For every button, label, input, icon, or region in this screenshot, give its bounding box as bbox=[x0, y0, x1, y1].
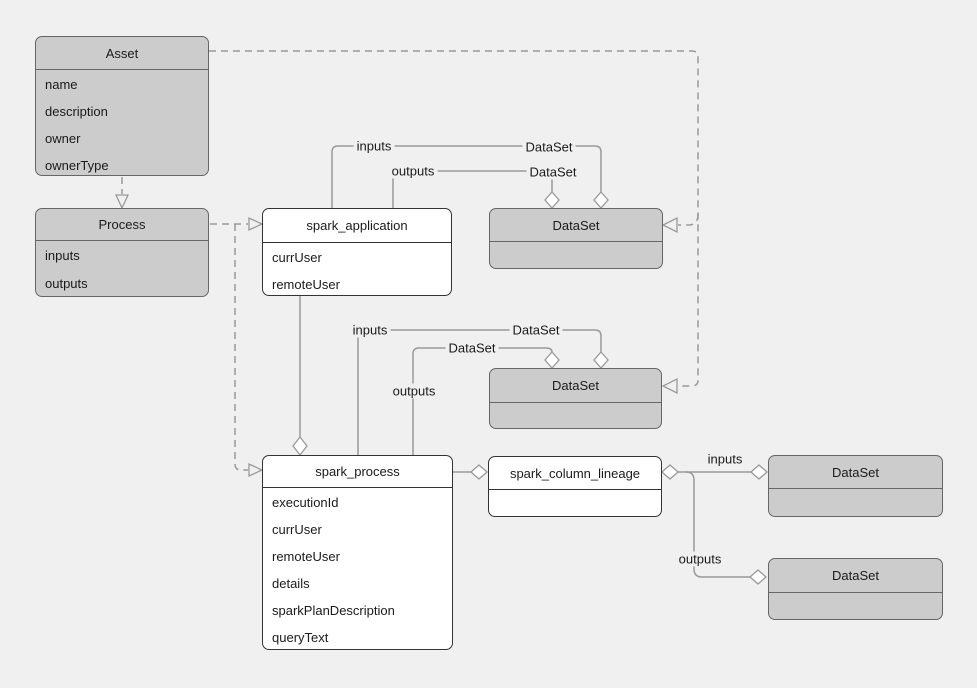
entity-spark-process-field-remoteuser: remoteUser bbox=[272, 549, 340, 564]
entity-spark-process-field-details: details bbox=[272, 576, 310, 591]
edge-process-extends-spark-process bbox=[234, 224, 248, 471]
edge-spark-process-outputs bbox=[412, 347, 553, 455]
edge-label-dataset-top-1: DataSet bbox=[522, 139, 576, 155]
edge-label-dataset-mid-2: DataSet bbox=[445, 340, 499, 356]
edge-spark-column-lineage-outputs bbox=[685, 471, 750, 578]
aggregation-diamond-dataset-mid-right-icon bbox=[593, 351, 609, 369]
aggregation-diamond-dataset-right-bottom-icon bbox=[749, 569, 767, 585]
aggregation-diamond-spark-column-lineage-left-icon bbox=[470, 464, 488, 480]
edge-label-outputs-right: outputs bbox=[675, 551, 725, 567]
edge-label-inputs-mid: inputs bbox=[349, 322, 391, 338]
extends-arrow-process-icon bbox=[114, 194, 130, 210]
aggregation-diamond-spark-process-top-icon bbox=[292, 435, 308, 457]
aggregation-diamond-dataset-mid-left-icon bbox=[544, 351, 560, 369]
entity-spark-process-field-querytext: queryText bbox=[272, 630, 329, 645]
edge-label-dataset-top-2: DataSet bbox=[526, 164, 580, 180]
extends-arrow-dataset-top-icon bbox=[661, 216, 678, 234]
entity-spark-process: spark_process executionId currUser remot… bbox=[262, 455, 453, 650]
entity-dataset-right-bottom: DataSet bbox=[768, 558, 943, 620]
entity-asset: Asset name description owner ownerType bbox=[35, 36, 209, 176]
entity-spark-application-title: spark_application bbox=[263, 209, 451, 243]
edge-label-inputs-right: inputs bbox=[704, 451, 746, 467]
edge-spark-application-inputs bbox=[331, 145, 602, 208]
edge-label-outputs-mid: outputs bbox=[389, 383, 439, 399]
entity-dataset-right-top: DataSet bbox=[768, 455, 943, 517]
entity-process-field-outputs: outputs bbox=[45, 276, 88, 291]
entity-spark-column-lineage: spark_column_lineage bbox=[488, 456, 662, 517]
entity-dataset-mid-title: DataSet bbox=[490, 369, 661, 403]
entity-dataset-right-top-title: DataSet bbox=[769, 456, 942, 489]
extends-arrow-spark-process-icon bbox=[248, 462, 264, 478]
entity-spark-process-field-executionid: executionId bbox=[272, 495, 339, 510]
entity-asset-field-owner: owner bbox=[45, 131, 81, 146]
aggregation-diamond-dataset-right-top-icon bbox=[750, 464, 768, 480]
entity-asset-field-description: description bbox=[45, 104, 108, 119]
entity-dataset-top: DataSet bbox=[489, 208, 663, 269]
entity-asset-field-name: name bbox=[45, 77, 78, 92]
entity-process-field-inputs: inputs bbox=[45, 248, 80, 263]
edge-label-outputs-top: outputs bbox=[388, 163, 438, 179]
entity-process: Process inputs outputs bbox=[35, 208, 209, 297]
aggregation-diamond-dataset-top-right-icon bbox=[593, 191, 609, 209]
entity-asset-field-ownertype: ownerType bbox=[45, 158, 109, 173]
entity-dataset-top-title: DataSet bbox=[490, 209, 662, 242]
entity-dataset-right-bottom-title: DataSet bbox=[769, 559, 942, 593]
edge-label-inputs-top: inputs bbox=[353, 138, 395, 154]
aggregation-diamond-dataset-top-left-icon bbox=[544, 191, 560, 209]
entity-spark-application: spark_application currUser remoteUser bbox=[262, 208, 452, 296]
entity-asset-title: Asset bbox=[36, 37, 208, 70]
entity-spark-process-field-sparkplandescription: sparkPlanDescription bbox=[272, 603, 395, 618]
entity-dataset-mid: DataSet bbox=[489, 368, 662, 429]
extends-arrow-spark-application-icon bbox=[248, 216, 264, 232]
entity-spark-column-lineage-title: spark_column_lineage bbox=[489, 457, 661, 490]
edge-asset-to-dataset-top-branch bbox=[678, 213, 699, 226]
edge-label-dataset-mid-1: DataSet bbox=[509, 322, 563, 338]
entity-process-title: Process bbox=[36, 209, 208, 241]
entity-spark-application-field-curruser: currUser bbox=[272, 250, 322, 265]
aggregation-diamond-spark-column-lineage-right-icon bbox=[661, 464, 679, 480]
entity-spark-application-field-remoteuser: remoteUser bbox=[272, 277, 340, 292]
entity-spark-process-field-curruser: currUser bbox=[272, 522, 322, 537]
entity-spark-process-title: spark_process bbox=[263, 456, 452, 488]
extends-arrow-dataset-mid-icon bbox=[661, 377, 678, 395]
